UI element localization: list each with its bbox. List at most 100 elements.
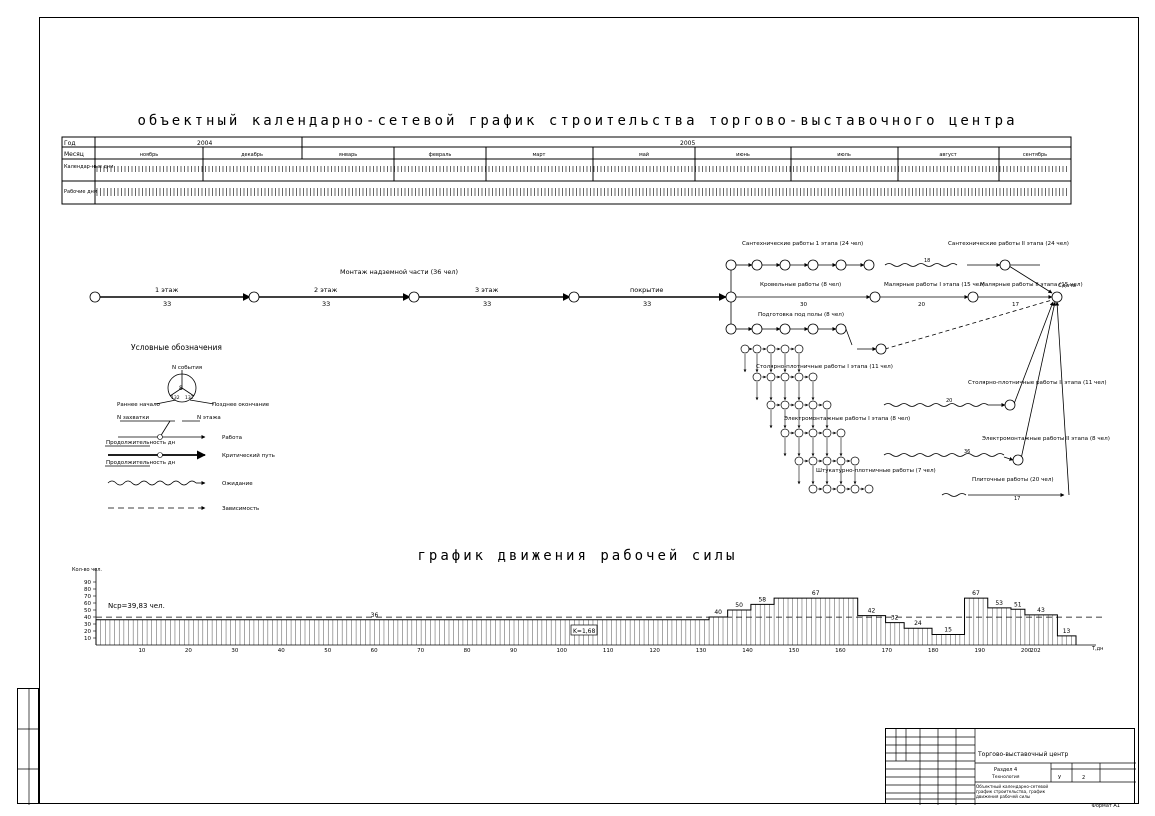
title-block: Торгово-выставочный центр Раздел 4 Техно… xyxy=(885,728,1136,809)
month-may: май xyxy=(639,151,649,158)
stamp-project: Торгово-выставочный центр xyxy=(977,751,1068,758)
label-santech1: Сантехнические работы 1 этапа (24 чел) xyxy=(742,241,863,247)
legend-waiting: Ожидание xyxy=(222,481,253,487)
legend-title: Условные обозначения xyxy=(131,343,222,352)
duration-18: 18 xyxy=(924,258,930,264)
month-sep: сентябрь xyxy=(1023,152,1047,158)
row-label-work-days: Рабочие дни xyxy=(64,189,97,195)
legend-dependency: Зависимость xyxy=(222,506,259,512)
side-margin-table xyxy=(17,688,40,805)
label-krovel: Кровельные работы (8 чел) xyxy=(760,282,841,288)
x-tick-label: 80 xyxy=(464,648,471,654)
average-label: Nср=39,83 чел. xyxy=(108,602,165,610)
month-nov: ноябрь xyxy=(140,152,159,158)
x-tick-label: 100 xyxy=(556,648,567,654)
event-node xyxy=(766,344,776,354)
event-node xyxy=(780,372,790,382)
duration-36: 36 xyxy=(964,449,970,455)
event-node xyxy=(808,428,818,438)
x-axis-label: Т,дн xyxy=(1091,646,1103,652)
event-node xyxy=(808,400,818,410)
duration-20: 20 xyxy=(946,398,952,404)
x-tick-label: 170 xyxy=(882,648,893,654)
stamp-sheet-sub: Технология xyxy=(991,774,1020,780)
seg3-label: 3 этаж xyxy=(475,286,499,294)
seg4-duration: 33 xyxy=(643,300,651,308)
event-node xyxy=(794,428,804,438)
row-label-calendar-days: Календар-ные дни xyxy=(64,164,114,170)
legend-n-fact: N захватки xyxy=(117,415,150,421)
label-malyar1: Малярные работы I этапа (15 чел) xyxy=(884,282,985,288)
duration-krovel: 30 xyxy=(800,302,808,308)
event-node xyxy=(794,344,804,354)
event-node xyxy=(836,484,846,494)
k-label: K=1,68 xyxy=(573,628,596,635)
bar-value-label: 42 xyxy=(868,608,876,615)
x-tick-label: 70 xyxy=(417,648,424,654)
event-node xyxy=(836,428,846,438)
bar-value-label: 51 xyxy=(1014,601,1022,608)
event-node xyxy=(794,456,804,466)
bar-value-label: 24 xyxy=(914,620,922,627)
event-node xyxy=(794,400,804,410)
stamp-format: Формат А1 xyxy=(1091,803,1120,809)
bar-value-label: 53 xyxy=(995,600,1003,607)
y-axis-label: Кол-во чел. xyxy=(72,567,102,573)
main-title: объектный календарно-сетевой график стро… xyxy=(137,113,1018,129)
x-tick-label: 190 xyxy=(974,648,985,654)
y-tick-label: 20 xyxy=(84,629,91,635)
event-node xyxy=(864,484,874,494)
legend-circle-es: 132 xyxy=(171,395,180,401)
label-sdacha: Сдача xyxy=(1058,283,1076,289)
y-tick-label: 60 xyxy=(84,601,91,607)
seg2-label: 2 этаж xyxy=(314,286,338,294)
y-tick-label: 50 xyxy=(84,608,91,614)
x-tick-label: 160 xyxy=(835,648,846,654)
x-tick-label: 90 xyxy=(510,648,517,654)
event-node xyxy=(808,456,818,466)
y-tick-label: 10 xyxy=(84,636,91,642)
seg1-duration: 33 xyxy=(163,300,171,308)
event-node xyxy=(752,372,762,382)
x-tick-label: 130 xyxy=(696,648,707,654)
x-tick-label: 50 xyxy=(324,648,331,654)
main-line-title: Монтаж надземной части (36 чел) xyxy=(340,268,458,276)
month-jul: июль xyxy=(837,152,851,158)
event-node xyxy=(780,400,790,410)
duration-malyar1: 20 xyxy=(918,302,926,308)
y-tick-label: 90 xyxy=(84,580,91,586)
month-feb: февраль xyxy=(429,152,452,158)
bar-value-label: 67 xyxy=(972,590,980,597)
legend-duration-2: Продолжительность дн xyxy=(106,460,176,466)
x-tick-label: 60 xyxy=(371,648,378,654)
y-tick-label: 30 xyxy=(84,622,91,628)
x-tick-label: 30 xyxy=(231,648,238,654)
event-node xyxy=(766,372,776,382)
label-plitoch: Плиточные работы (20 чел) xyxy=(972,477,1054,483)
event-node xyxy=(408,291,420,303)
event-node xyxy=(794,372,804,382)
bar-value-label: 50 xyxy=(735,602,743,609)
legend-late-finish: Позднее окончание xyxy=(212,402,270,408)
label-santech2: Сантехнические работы II этапа (24 чел) xyxy=(948,241,1069,247)
bar-value-label: 67 xyxy=(812,590,820,597)
legend-circle-lf: 132 xyxy=(185,395,194,401)
x-tick-label: 150 xyxy=(789,648,800,654)
x-tick-label: 202 xyxy=(1030,648,1041,654)
y-tick-label: 70 xyxy=(84,594,91,600)
row-label-month: Месяц xyxy=(64,151,84,158)
y-tick-label: 40 xyxy=(84,615,91,621)
x-tick-label: 110 xyxy=(603,648,614,654)
month-dec: декабрь xyxy=(241,152,263,158)
bar-value-label: 40 xyxy=(714,609,722,616)
bar-value-label: 32 xyxy=(891,615,899,622)
event-node xyxy=(836,456,846,466)
legend-event-number: N события xyxy=(172,365,202,371)
event-node xyxy=(740,344,750,354)
label-shtuk: Штукатурно-плотничные работы (7 чел) xyxy=(816,468,936,474)
x-tick-label: 120 xyxy=(649,648,660,654)
